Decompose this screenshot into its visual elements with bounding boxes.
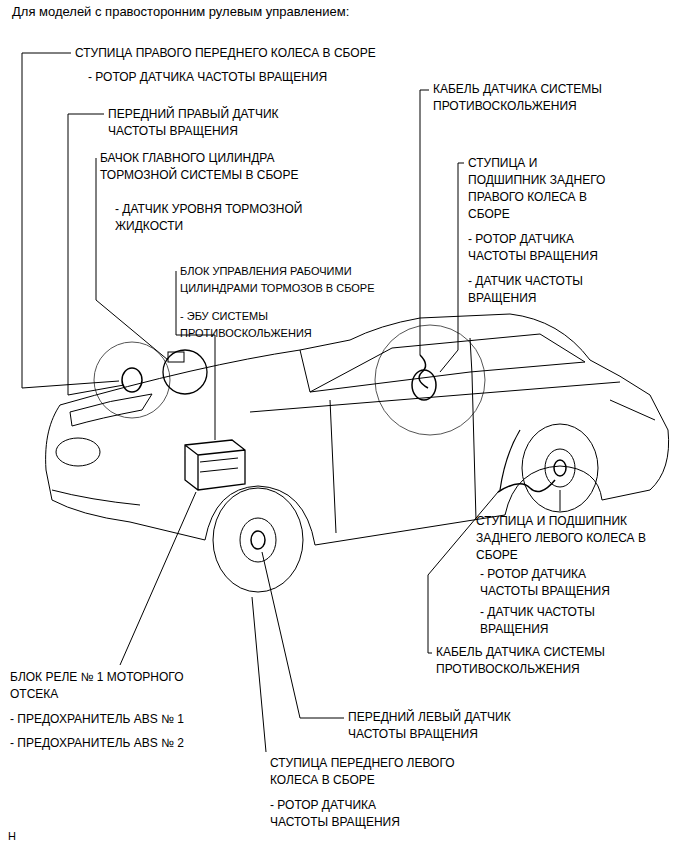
part-label: КАБЕЛЬ ДАТЧИКА СИСТЕМЫ ПРОТИВОСКОЛЬЖЕНИЯ bbox=[433, 81, 653, 115]
part-label: - ДАТЧИК ЧАСТОТЫ ВРАЩЕНИЯ bbox=[480, 604, 630, 638]
part-label: СТУПИЦА И ПОДШИПНИК ЗАДНЕГО ЛЕВОГО КОЛЕС… bbox=[476, 513, 666, 564]
actuator-detail bbox=[200, 458, 238, 472]
door-line bbox=[472, 374, 476, 520]
sensor-cable bbox=[419, 355, 428, 388]
part-label: - РОТОР ДАТЧИКА ЧАСТОТЫ ВРАЩЕНИЯ bbox=[468, 231, 618, 265]
part-label: H bbox=[8, 828, 48, 845]
far-front-wheel bbox=[94, 342, 170, 418]
b-pillar bbox=[470, 338, 472, 374]
sensor-cable bbox=[500, 430, 520, 490]
part-label: КАБЕЛЬ ДАТЧИКА СИСТЕМЫ ПРОТИВОСКОЛЬЖЕНИЯ bbox=[436, 644, 656, 678]
part-label: - РОТОР ДАТЧИКА ЧАСТОТЫ ВРАЩЕНИЯ bbox=[480, 566, 630, 600]
abs-actuator bbox=[185, 440, 245, 490]
leader-line bbox=[262, 552, 344, 718]
headlight bbox=[70, 394, 152, 426]
leader-line bbox=[252, 597, 266, 752]
part-label: СТУПИЦА И ПОДШИПНИК ЗАДНЕГО ПРАВОГО КОЛЕ… bbox=[468, 155, 618, 223]
part-label: - ПРЕДОХРАНИТЕЛЬ ABS № 2 bbox=[10, 735, 240, 752]
part-label: - РОТОР ДАТЧИКА ЧАСТОТЫ ВРАЩЕНИЯ bbox=[88, 69, 388, 86]
page-title: Для моделей с правосторонним рулевым упр… bbox=[12, 3, 349, 21]
rear-left-hub bbox=[554, 460, 566, 476]
brake-booster bbox=[163, 350, 207, 394]
leader-line bbox=[176, 271, 215, 440]
front-left-rim bbox=[240, 518, 276, 562]
part-label: ПЕРЕДНИЙ ПРАВЫЙ ДАТЧИК ЧАСТОТЫ ВРАЩЕНИЯ bbox=[108, 106, 308, 140]
part-label: БАЧОК ГЛАВНОГО ЦИЛИНДРА ТОРМОЗНОЙ СИСТЕМ… bbox=[100, 150, 315, 184]
leader-line bbox=[420, 90, 429, 355]
door-line bbox=[330, 400, 336, 533]
leader-line bbox=[120, 492, 196, 665]
part-label: - ДАТЧИК ЧАСТОТЫ ВРАЩЕНИЯ bbox=[468, 273, 618, 307]
part-label: - РОТОР ДАТЧИКА ЧАСТОТЫ ВРАЩЕНИЯ bbox=[270, 797, 420, 831]
part-label: - ПРЕДОХРАНИТЕЛЬ ABS № 1 bbox=[10, 711, 240, 728]
far-rear-wheel bbox=[375, 325, 485, 435]
rear-left-rim bbox=[545, 449, 575, 487]
leader-line bbox=[440, 163, 464, 372]
leader-line bbox=[560, 490, 561, 511]
fluid-reservoir bbox=[168, 352, 184, 362]
part-label: СТУПИЦА ПРАВОГО ПЕРЕДНЕГО КОЛЕСА В СБОРЕ bbox=[75, 45, 445, 62]
front-left-wheel bbox=[213, 488, 303, 592]
trunk-line bbox=[610, 400, 655, 420]
front-right-hub bbox=[122, 368, 142, 392]
part-label: БЛОК УПРАВЛЕНИЯ РАБОЧИМИ ЦИЛИНДРАМИ ТОРМ… bbox=[180, 263, 385, 297]
a-pillar bbox=[300, 350, 310, 392]
leader-line bbox=[22, 53, 119, 388]
bumper-line bbox=[52, 490, 140, 505]
part-label: - ЭБУ СИСТЕМЫ ПРОТИВОСКОЛЬЖЕНИЯ bbox=[180, 308, 330, 342]
part-label: СТУПИЦА ПЕРЕДНЕГО ЛЕВОГО КОЛЕСА В СБОРЕ bbox=[270, 755, 495, 789]
front-left-hub bbox=[251, 531, 265, 549]
leader-line bbox=[96, 158, 168, 360]
rear-left-wheel bbox=[522, 424, 598, 512]
part-label: - ДАТЧИК УРОВНЯ ТОРМОЗНОЙ ЖИДКОСТИ bbox=[115, 201, 370, 235]
part-label: ПЕРЕДНИЙ ЛЕВЫЙ ДАТЧИК ЧАСТОТЫ ВРАЩЕНИЯ bbox=[348, 709, 548, 743]
belt-line bbox=[250, 382, 620, 412]
car-body bbox=[46, 314, 669, 545]
sensor-cable bbox=[498, 480, 555, 492]
grille bbox=[56, 438, 100, 466]
part-label: БЛОК РЕЛЕ № 1 МОТОРНОГО ОТСЕКА bbox=[10, 669, 215, 703]
